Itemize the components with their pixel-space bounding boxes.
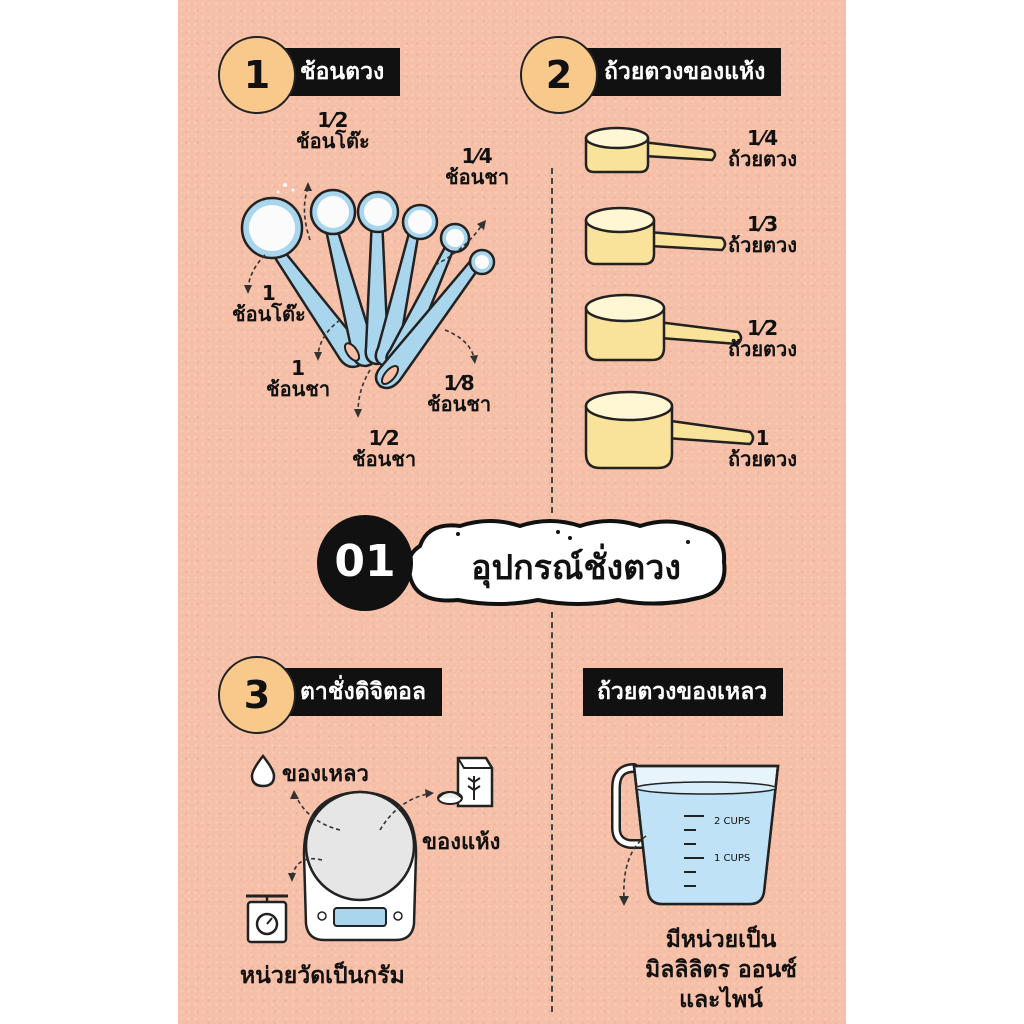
cup-unit: ถ้วยตวง: [728, 337, 798, 361]
banner-number-badge: [317, 515, 413, 611]
spoon-fraction: 1⁄4: [461, 144, 493, 168]
cup-label-half: 1⁄2 ถ้วยตวง: [728, 318, 797, 360]
spoon-fraction: 1: [291, 356, 305, 380]
section1-number: 1: [218, 36, 296, 114]
water-drop-icon: [250, 753, 276, 788]
cup-label-one: 1 ถ้วยตวง: [728, 428, 797, 470]
banner-title: อุปกรณ์ชั่งตวง: [471, 548, 681, 588]
spoon-label-quarter-tsp: 1⁄4 ช้อนชา: [445, 146, 509, 188]
spoon-fraction: 1⁄2: [317, 108, 349, 132]
section4-title: ถ้วยตวงของเหลว: [583, 668, 784, 716]
dry-measuring-cups-illustration: [584, 126, 755, 470]
liquid-label: ของเหลว: [282, 762, 369, 787]
cup-fraction: 1⁄2: [746, 316, 779, 340]
digital-scale-illustration: [302, 790, 418, 942]
spoon-unit: ช้อนชา: [266, 377, 331, 401]
section2-title: ถ้วยตวงของแห้ง: [566, 48, 782, 96]
spoon-label-half-tbsp: 1⁄2 ช้อนโต๊ะ: [296, 110, 370, 152]
spoon-label-eighth-tsp: 1⁄8 ช้อนชา: [427, 373, 491, 415]
kitchen-scale-icon: [246, 894, 288, 944]
liquid-measuring-jug-illustration: [611, 763, 780, 906]
spoon-fraction: 1⁄8: [443, 371, 475, 395]
section3-number: 3: [218, 656, 296, 734]
jug-dashed-arrow: [619, 835, 647, 906]
cup-label-quarter: 1⁄4 ถ้วยตวง: [728, 128, 797, 170]
banner-number: 01: [334, 536, 396, 587]
spoon-fraction: 1: [261, 281, 276, 305]
jug-mark-2-cups: 2 CUPS: [714, 816, 751, 827]
spoon-label-half-tsp: 1⁄2 ช้อนชา: [352, 428, 416, 470]
cup-label-third: 1⁄3 ถ้วยตวง: [728, 214, 797, 256]
cup-unit: ถ้วยตวง: [728, 447, 798, 471]
infographic-sheet: [178, 0, 846, 1024]
spoon-unit: ช้อนโต๊ะ: [296, 129, 370, 153]
jug-note-line3: และไพน์: [679, 987, 763, 1013]
cup-fraction: 1⁄3: [746, 212, 779, 236]
section2-number: 2: [520, 36, 598, 114]
dry-label: ของแห้ง: [422, 830, 501, 855]
cup-fraction: 1⁄4: [746, 126, 779, 150]
vertical-divider-top: [551, 168, 553, 513]
spoon-fraction: 1⁄2: [368, 426, 400, 450]
spoon-unit: ช้อนโต๊ะ: [232, 302, 306, 326]
spoon-label-one-tbsp: 1 ช้อนโต๊ะ: [232, 283, 306, 325]
measuring-spoons-illustration: [240, 182, 496, 418]
jug-note-line1: มีหน่วยเป็น: [665, 927, 777, 953]
vertical-divider-bottom: [551, 612, 553, 1012]
jug-mark-1-cups: 1 CUPS: [714, 853, 751, 864]
banner-cloud-shape: [406, 519, 727, 606]
cup-unit: ถ้วยตวง: [728, 147, 798, 171]
jug-note-line2: มิลลิลิตร ออนซ์: [645, 957, 797, 983]
cup-unit: ถ้วยตวง: [728, 233, 798, 257]
spoon-unit: ช้อนชา: [352, 447, 417, 471]
spoon-unit: ช้อนชา: [427, 392, 492, 416]
scale-unit-note: หน่วยวัดเป็นกรัม: [240, 963, 405, 989]
scale-dashed-arrows: [288, 789, 434, 882]
spoon-label-one-tsp: 1 ช้อนชา: [266, 358, 330, 400]
cup-fraction: 1: [755, 426, 770, 450]
flour-bag-icon: [437, 756, 494, 808]
spoon-unit: ช้อนชา: [445, 165, 510, 189]
